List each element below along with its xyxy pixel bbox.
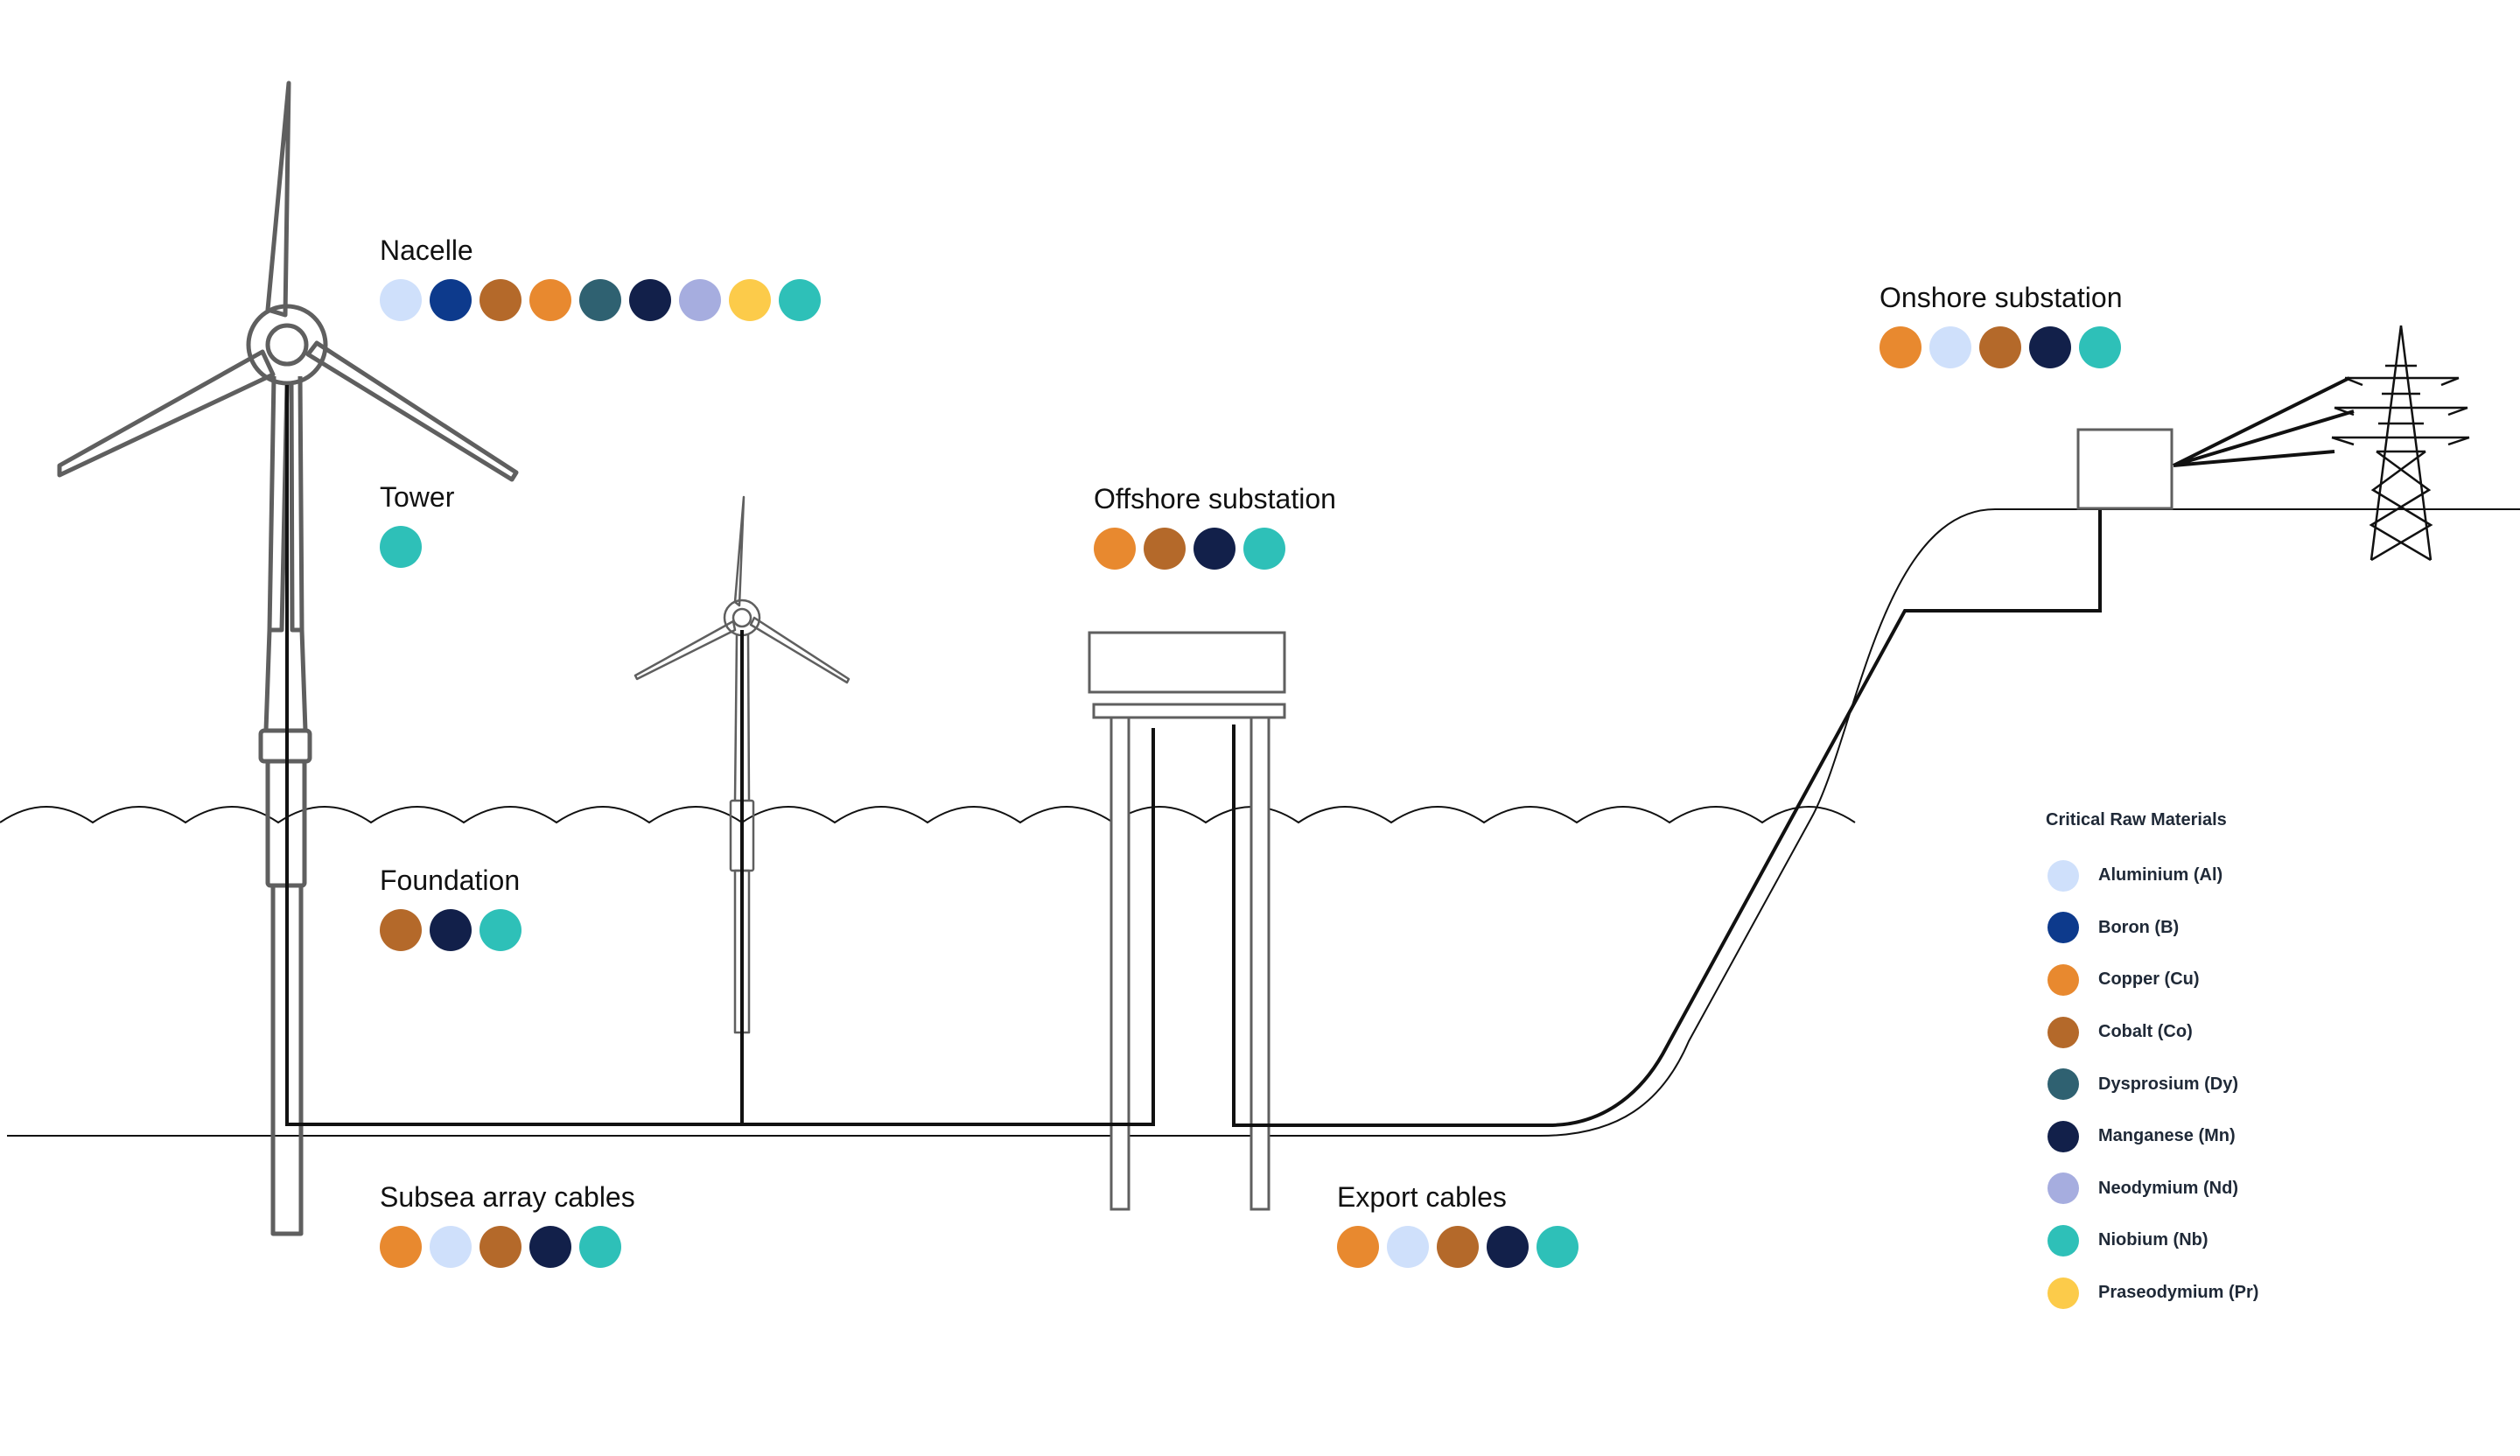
subsea-array-cables-title: Subsea array cables	[380, 1181, 635, 1213]
legend-item-cu: Copper (Cu)	[2046, 954, 2258, 1006]
material-dot-cu	[380, 1226, 422, 1268]
onshore-substation-title: Onshore substation	[1880, 282, 2123, 313]
legend-label: Neodymium (Nd)	[2098, 1178, 2238, 1198]
export-cables-materials	[1337, 1226, 1578, 1268]
legend-swatch-co	[2048, 1016, 2079, 1048]
component-nacelle: Nacelle	[380, 234, 821, 321]
component-export-cables: Export cables	[1337, 1181, 1578, 1268]
onshore-substation-box	[2076, 428, 2174, 510]
legend-swatch-nd	[2048, 1172, 2079, 1205]
legend-item-mn: Manganese (Mn)	[2046, 1110, 2258, 1163]
material-dot-co	[1144, 528, 1186, 570]
component-offshore-substation: Offshore substation	[1094, 483, 1336, 570]
material-dot-co	[480, 279, 522, 321]
legend-title: Critical Raw Materials	[2046, 810, 2227, 830]
material-dot-mn	[629, 279, 671, 321]
component-onshore-substation: Onshore substation	[1880, 282, 2123, 368]
legend-item-nd: Neodymium (Nd)	[2046, 1163, 2258, 1215]
tower-title: Tower	[380, 481, 455, 513]
foundation-materials	[380, 909, 522, 951]
export-cable	[1232, 508, 2102, 1127]
legend-item-al: Aluminium (Al)	[2046, 850, 2258, 902]
material-dot-cu	[529, 279, 571, 321]
legend-item-pr: Praseodymium (Pr)	[2046, 1267, 2258, 1320]
turbine-tower-lower	[263, 629, 308, 732]
material-dot-al	[380, 279, 422, 321]
material-dot-mn	[1194, 528, 1236, 570]
turbine-blade-right	[305, 340, 519, 482]
material-dot-nb	[1536, 1226, 1578, 1268]
legend-swatch-mn	[2048, 1120, 2079, 1152]
legend: Critical Raw Materials Aluminium (Al) Bor…	[2046, 810, 2258, 1319]
foundation-title: Foundation	[380, 864, 521, 896]
material-dot-nb	[579, 1226, 621, 1268]
material-dot-nd	[679, 279, 721, 321]
legend-label: Niobium (Nb)	[2098, 1230, 2208, 1250]
offshore-substation-structure	[1088, 631, 1286, 1211]
legend-label: Boron (B)	[2098, 917, 2180, 937]
legend-label: Copper (Cu)	[2098, 970, 2200, 990]
nacelle-title: Nacelle	[380, 234, 473, 266]
material-dot-pr	[729, 279, 771, 321]
legend-item-co: Cobalt (Co)	[2046, 1006, 2258, 1059]
seabed-line	[7, 508, 2520, 1137]
nacelle-materials	[380, 279, 821, 321]
material-dot-nb	[2079, 326, 2121, 368]
legend-swatch-nb	[2048, 1224, 2079, 1256]
subsea-array-cable	[285, 385, 1155, 1126]
transmission-lines	[2173, 376, 2355, 467]
material-dot-mn	[529, 1226, 571, 1268]
material-dot-mn	[430, 909, 472, 951]
legend-item-nb: Niobium (Nb)	[2046, 1214, 2258, 1267]
material-dot-nb	[1243, 528, 1285, 570]
export-cables-title: Export cables	[1337, 1181, 1507, 1213]
legend-item-b: Boron (B)	[2046, 902, 2258, 955]
material-dot-cu	[1094, 528, 1136, 570]
tower-materials	[380, 526, 454, 568]
material-dot-co	[1437, 1226, 1479, 1268]
material-dot-co	[1979, 326, 2021, 368]
material-dot-nb	[380, 526, 422, 568]
turbine-blade-top	[265, 80, 291, 318]
legend-swatch-pr	[2048, 1277, 2079, 1309]
material-dot-nb	[779, 279, 821, 321]
legend-label: Aluminium (Al)	[2098, 865, 2223, 886]
material-dot-dy	[579, 279, 621, 321]
legend-items: Aluminium (Al) Boron (B) Copper (Cu) Cobalt…	[2046, 850, 2258, 1319]
offshore-substation-materials	[1094, 528, 1336, 570]
onshore-substation-materials	[1880, 326, 2123, 368]
large-wind-turbine	[57, 80, 519, 1236]
material-dot-co	[480, 1226, 522, 1268]
legend-label: Praseodymium (Pr)	[2098, 1283, 2259, 1303]
sea-surface	[0, 806, 1856, 824]
material-dot-cu	[1337, 1226, 1379, 1268]
component-tower: Tower	[380, 481, 454, 568]
material-dot-mn	[2029, 326, 2071, 368]
turbine-tower	[267, 375, 304, 633]
material-dot-al	[1929, 326, 1971, 368]
component-subsea-array-cables: Subsea array cables	[380, 1181, 635, 1268]
material-dot-nb	[480, 909, 522, 951]
material-dot-al	[1387, 1226, 1429, 1268]
turbine-hub	[265, 323, 309, 367]
material-dot-b	[430, 279, 472, 321]
offshore-substation-title: Offshore substation	[1094, 483, 1336, 514]
legend-swatch-dy	[2048, 1068, 2079, 1101]
legend-label: Dysprosium (Dy)	[2098, 1074, 2239, 1094]
material-dot-cu	[1880, 326, 1922, 368]
legend-item-dy: Dysprosium (Dy)	[2046, 1058, 2258, 1110]
legend-label: Cobalt (Co)	[2098, 1022, 2193, 1042]
material-dot-mn	[1487, 1226, 1529, 1268]
component-foundation: Foundation	[380, 864, 522, 951]
material-dot-al	[430, 1226, 472, 1268]
legend-swatch-b	[2048, 912, 2079, 944]
subsea-array-cables-materials	[380, 1226, 635, 1268]
legend-swatch-al	[2048, 859, 2079, 892]
material-dot-co	[380, 909, 422, 951]
legend-swatch-cu	[2048, 963, 2079, 996]
pylon-icon	[2331, 325, 2470, 562]
legend-label: Manganese (Mn)	[2098, 1126, 2236, 1146]
turbine-blade-left	[57, 349, 276, 478]
